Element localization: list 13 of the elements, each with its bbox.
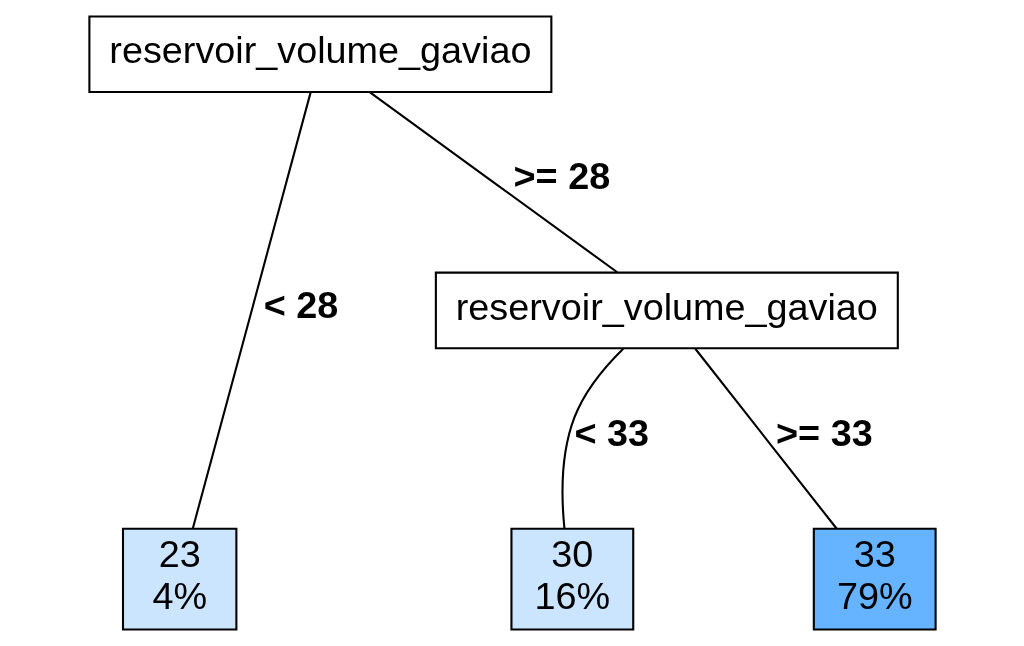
edge-label: < 33 xyxy=(573,411,649,454)
connector xyxy=(561,348,624,529)
node-box: 23 4% xyxy=(121,527,237,631)
node-box: 33 79% xyxy=(812,527,937,631)
node-box: 30 16% xyxy=(509,527,634,631)
connector xyxy=(368,91,618,274)
connector xyxy=(191,91,312,529)
node-box: reservoir_volume_gaviao xyxy=(87,15,552,94)
edge-label: >= 33 xyxy=(775,411,873,454)
connector xyxy=(693,348,838,530)
edge-label: >= 28 xyxy=(513,155,610,198)
node-box: reservoir_volume_gaviao xyxy=(434,271,899,350)
edge-label: < 28 xyxy=(263,283,338,326)
